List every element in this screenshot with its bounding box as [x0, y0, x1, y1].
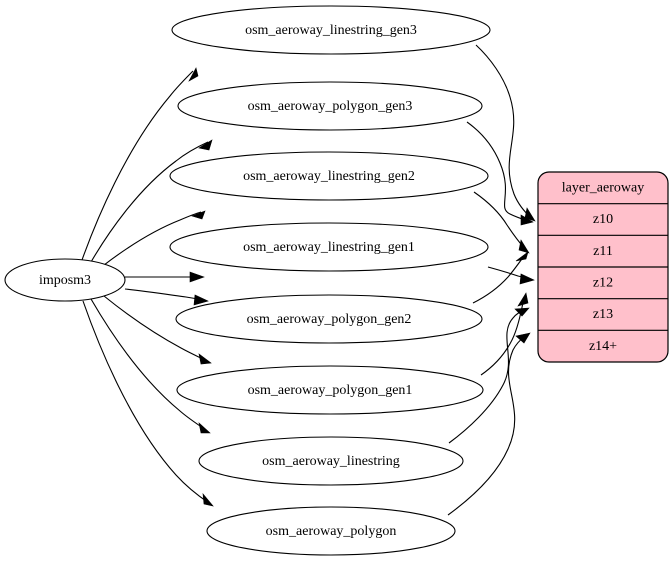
- edge-imposm3-to-polygon-gen1: [103, 295, 212, 365]
- node-osm-aeroway-linestring-label: osm_aeroway_linestring: [262, 454, 400, 469]
- layer-aeroway-row-z10-label: z10: [593, 212, 613, 227]
- node-osm-aeroway-polygon-gen1[interactable]: osm_aeroway_polygon_gen1: [176, 365, 484, 415]
- edge-linestring-gen1-to-z12: [487, 266, 535, 285]
- node-osm-aeroway-linestring-gen2-label: osm_aeroway_linestring_gen2: [243, 169, 415, 184]
- edge-linestring-to-z13: [448, 307, 530, 444]
- edge-imposm3-to-linestring-gen3: [81, 67, 199, 261]
- node-osm-aeroway-polygon-gen2-label: osm_aeroway_polygon_gen2: [247, 312, 412, 327]
- node-osm-aeroway-linestring-gen1-label: osm_aeroway_linestring_gen1: [243, 240, 415, 255]
- node-osm-aeroway-polygon-gen3-label: osm_aeroway_polygon_gen3: [248, 99, 413, 114]
- edge-linestring-gen3-to-z10: [475, 44, 536, 222]
- edge-polygon-gen3-to-z10: [466, 121, 534, 226]
- edge-imposm3-to-polygon-gen3: [90, 139, 213, 263]
- edge-group-tables-to-layer: [447, 44, 536, 516]
- edge-group-source-to-tables: [81, 67, 214, 507]
- edge-imposm3-to-polygon-gen2: [124, 288, 209, 306]
- node-osm-aeroway-linestring-gen2[interactable]: osm_aeroway_linestring_gen2: [169, 151, 489, 201]
- node-osm-aeroway-linestring[interactable]: osm_aeroway_linestring: [198, 436, 464, 486]
- node-osm-aeroway-polygon-gen3[interactable]: osm_aeroway_polygon_gen3: [177, 81, 483, 131]
- edge-imposm3-to-linestring: [90, 298, 211, 434]
- layer-aeroway-row-z13-label: z13: [593, 307, 613, 322]
- node-osm-aeroway-polygon-gen2[interactable]: osm_aeroway_polygon_gen2: [175, 294, 483, 344]
- layer-aeroway-row-z11-label: z11: [593, 244, 613, 259]
- node-imposm3[interactable]: imposm3: [4, 258, 126, 302]
- edge-polygon-gen1-to-z12: [480, 292, 529, 376]
- edge-imposm3-to-linestring-gen1: [125, 271, 205, 283]
- layer-aeroway-row-z12-label: z12: [593, 276, 613, 291]
- edge-polygon-gen2-to-z11: [472, 251, 529, 304]
- node-osm-aeroway-linestring-gen1[interactable]: osm_aeroway_linestring_gen1: [169, 222, 489, 272]
- node-osm-aeroway-polygon[interactable]: osm_aeroway_polygon: [206, 506, 456, 556]
- edge-imposm3-to-linestring-gen2: [103, 210, 206, 266]
- node-layer-aeroway[interactable]: layer_aeroway z10 z11 z12 z13 z14+: [537, 171, 669, 363]
- layer-aeroway-header-label: layer_aeroway: [562, 181, 644, 196]
- edge-polygon-to-z14: [447, 332, 531, 516]
- node-imposm3-label: imposm3: [39, 273, 91, 288]
- node-osm-aeroway-polygon-label: osm_aeroway_polygon: [266, 524, 397, 539]
- edge-imposm3-to-polygon: [82, 300, 214, 507]
- layer-aeroway-row-z14-label: z14+: [589, 339, 617, 354]
- node-osm-aeroway-linestring-gen3[interactable]: osm_aeroway_linestring_gen3: [171, 5, 491, 55]
- node-osm-aeroway-linestring-gen3-label: osm_aeroway_linestring_gen3: [245, 23, 417, 38]
- node-osm-aeroway-polygon-gen1-label: osm_aeroway_polygon_gen1: [248, 383, 413, 398]
- edge-linestring-gen2-to-z11: [473, 191, 530, 254]
